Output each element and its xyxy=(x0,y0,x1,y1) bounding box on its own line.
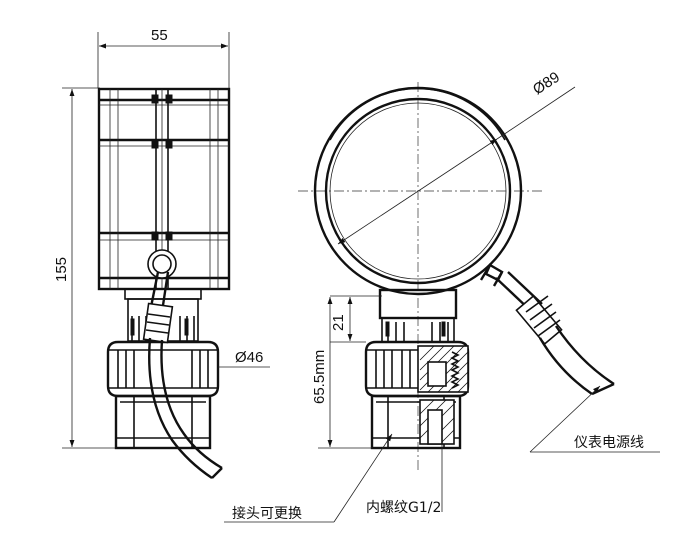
dim-89-label: Ø89 xyxy=(530,69,563,99)
callout-internal-thread: 内螺纹G1/2 xyxy=(366,444,443,516)
front-cable-gland xyxy=(479,263,615,396)
gauge-dial xyxy=(313,86,523,296)
callout-power-cable: 仪表电源线 xyxy=(529,385,660,453)
housing-body xyxy=(97,87,231,291)
dimension-height-21: 21 xyxy=(330,295,382,343)
front-hex-fitting xyxy=(370,394,462,450)
dimension-dia-46: Ø46 xyxy=(218,349,270,368)
front-nut xyxy=(364,340,470,398)
lower-nut xyxy=(106,340,220,398)
front-neck xyxy=(378,288,458,343)
dim-46-label: Ø46 xyxy=(235,349,263,366)
callout-thread-label: 内螺纹G1/2 xyxy=(366,500,441,516)
callout-connector-label: 接头可更换 xyxy=(232,505,302,522)
dimension-height-65-5: 65.5mm xyxy=(311,297,372,449)
dim-55-label: 55 xyxy=(151,27,168,44)
callout-power-label: 仪表电源线 xyxy=(574,435,644,451)
front-view: Ø89 xyxy=(298,69,615,472)
dimension-height-155: 155 xyxy=(53,87,120,449)
dim-21-label: 21 xyxy=(330,314,347,331)
cable-connector xyxy=(142,249,223,479)
dimension-width-55: 55 xyxy=(97,27,230,88)
dim-155-label: 155 xyxy=(53,257,70,282)
dim-65-5-label: 65.5mm xyxy=(311,350,328,404)
hex-fitting xyxy=(114,394,212,450)
callout-connector-replaceable: 接头可更换 xyxy=(224,433,393,523)
side-view: 55 155 xyxy=(53,27,270,479)
